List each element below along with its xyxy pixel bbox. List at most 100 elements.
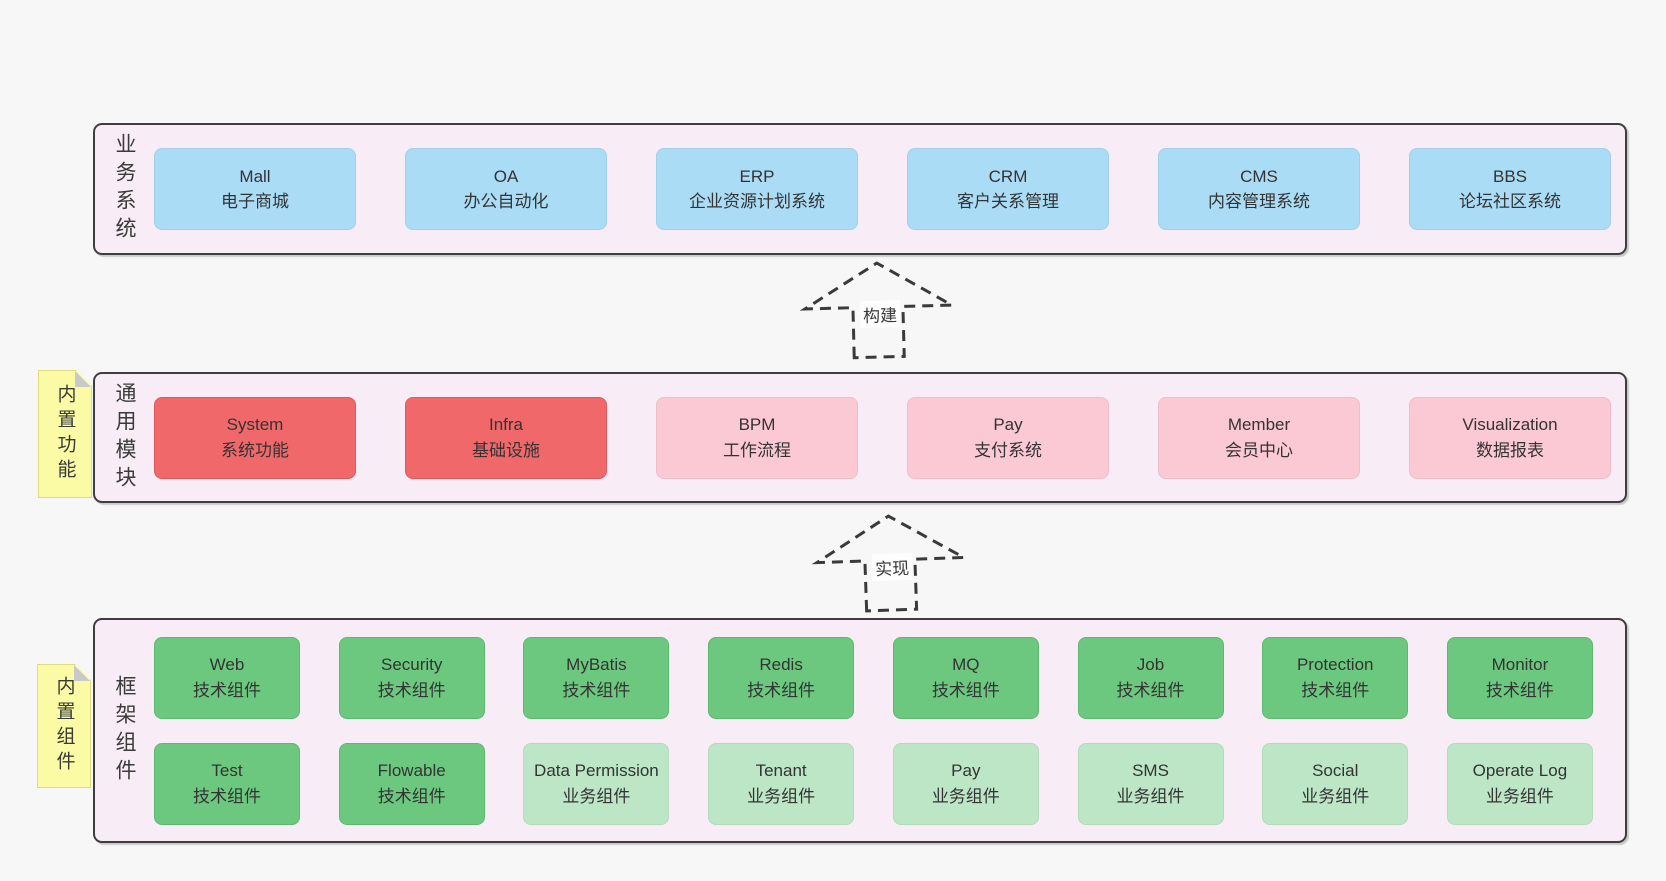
box-pay: Pay 支付系统 bbox=[907, 396, 1109, 479]
box-subtitle-zh: 客户关系管理 bbox=[957, 192, 1059, 211]
box-title-en: Redis bbox=[759, 655, 803, 674]
box-erp: ERP 企业资源计划系统 bbox=[656, 148, 858, 230]
box-title-en: SMS bbox=[1132, 761, 1169, 780]
box-title-en: Job bbox=[1136, 655, 1165, 674]
folded-corner-icon bbox=[74, 665, 90, 681]
box-operate-log: Operate Log 业务组件 bbox=[1446, 742, 1593, 825]
box-pay: Pay 业务组件 bbox=[892, 742, 1039, 825]
sticky-note-text: 内置功能 bbox=[54, 384, 76, 484]
box-subtitle-zh: 企业资源计划系统 bbox=[689, 192, 825, 211]
box-subtitle-zh: 办公自动化 bbox=[463, 192, 549, 211]
box-monitor: Monitor 技术组件 bbox=[1446, 636, 1593, 719]
box-oa: OA 办公自动化 bbox=[405, 148, 607, 230]
box-title-en: BPM bbox=[738, 415, 776, 434]
box-title-en: Protection bbox=[1296, 655, 1374, 674]
box-subtitle-zh: 技术组件 bbox=[193, 786, 261, 806]
layer-business-systems: 业务系统 Mall 电子商城 OA 办公自动化 ERP 企业资源计划系统 CRM 客户关系管理… bbox=[93, 123, 1627, 255]
box-subtitle-zh: 技术组件 bbox=[931, 680, 1000, 700]
business-boxes: Mall 电子商城 OA 办公自动化 ERP 企业资源计划系统 CRM 客户关系管理 CMS 内容… bbox=[154, 125, 1625, 253]
box-redis: Redis 技术组件 bbox=[708, 636, 855, 719]
box-subtitle-zh: 内容管理系统 bbox=[1208, 192, 1310, 211]
layer-business-label: 业务系统 bbox=[113, 133, 136, 245]
box-test: Test 技术组件 bbox=[154, 742, 300, 825]
box-subtitle-zh: 业务组件 bbox=[1116, 786, 1185, 806]
box-subtitle-zh: 技术组件 bbox=[377, 786, 446, 806]
box-title-en: Test bbox=[211, 761, 243, 780]
box-subtitle-zh: 支付系统 bbox=[974, 440, 1042, 460]
box-subtitle-zh: 技术组件 bbox=[1116, 680, 1185, 700]
box-subtitle-zh: 论坛社区系统 bbox=[1459, 192, 1561, 211]
box-title-en: Web bbox=[209, 655, 245, 674]
box-title-en: Flowable bbox=[377, 761, 446, 780]
box-subtitle-zh: 技术组件 bbox=[747, 680, 816, 700]
box-title-en: CMS bbox=[1240, 166, 1278, 186]
box-title-en: OA bbox=[493, 166, 519, 186]
box-title-en: Social bbox=[1312, 761, 1359, 780]
box-subtitle-zh: 业务组件 bbox=[1301, 786, 1370, 806]
box-title-en: MyBatis bbox=[566, 655, 627, 674]
arrow-up-icon bbox=[811, 514, 970, 613]
box-title-en: Mall bbox=[239, 166, 271, 186]
box-bbs: BBS 论坛社区系统 bbox=[1409, 148, 1611, 230]
box-infra: Infra 基础设施 bbox=[405, 396, 607, 479]
box-subtitle-zh: 基础设施 bbox=[472, 440, 540, 460]
box-subtitle-zh: 业务组件 bbox=[562, 786, 631, 806]
box-subtitle-zh: 电子商城 bbox=[221, 192, 289, 211]
box-bpm: BPM 工作流程 bbox=[656, 396, 858, 479]
box-title-en: Tenant bbox=[755, 761, 807, 780]
box-subtitle-zh: 业务组件 bbox=[931, 786, 1000, 806]
box-title-en: Infra bbox=[488, 415, 524, 434]
box-subtitle-zh: 工作流程 bbox=[723, 440, 791, 460]
box-subtitle-zh: 技术组件 bbox=[377, 680, 446, 700]
arrow-up-build: 构建 bbox=[799, 255, 962, 365]
arrow-up-icon bbox=[799, 261, 958, 360]
box-title-en: Member bbox=[1227, 415, 1291, 434]
sticky-note-builtin-functions: 内置功能 bbox=[38, 370, 92, 498]
box-sms: SMS 业务组件 bbox=[1077, 742, 1224, 825]
box-title-en: Security bbox=[380, 655, 443, 674]
box-flowable: Flowable 技术组件 bbox=[338, 742, 485, 825]
box-subtitle-zh: 技术组件 bbox=[1301, 680, 1370, 700]
box-subtitle-zh: 技术组件 bbox=[562, 680, 631, 700]
box-social: Social 业务组件 bbox=[1262, 742, 1409, 825]
box-title-en: Pay bbox=[951, 761, 981, 780]
box-title-en: Operate Log bbox=[1472, 761, 1568, 780]
box-cms: CMS 内容管理系统 bbox=[1158, 148, 1360, 230]
box-title-en: CRM bbox=[988, 166, 1028, 186]
box-subtitle-zh: 技术组件 bbox=[1485, 680, 1554, 700]
box-tenant: Tenant 业务组件 bbox=[708, 742, 855, 825]
box-mybatis: MyBatis 技术组件 bbox=[523, 636, 670, 719]
box-crm: CRM 客户关系管理 bbox=[907, 148, 1109, 230]
box-subtitle-zh: 会员中心 bbox=[1225, 440, 1293, 460]
arrow-up-implement: 实现 bbox=[810, 507, 974, 619]
box-member: Member 会员中心 bbox=[1158, 396, 1360, 479]
box-title-en: Visualization bbox=[1462, 415, 1558, 434]
box-title-en: Pay bbox=[993, 415, 1023, 434]
folded-corner-icon bbox=[75, 371, 91, 387]
arrow-build-label: 构建 bbox=[859, 299, 901, 329]
box-web: Web 技术组件 bbox=[154, 636, 300, 719]
box-subtitle-zh: 业务组件 bbox=[747, 786, 816, 806]
box-subtitle-zh: 系统功能 bbox=[221, 440, 289, 460]
box-title-en: BBS bbox=[1492, 166, 1528, 186]
box-mall: Mall 电子商城 bbox=[154, 148, 356, 230]
box-job: Job 技术组件 bbox=[1077, 636, 1224, 719]
arrow-implement-label: 实现 bbox=[871, 552, 913, 582]
layer-components-label: 框架组件 bbox=[113, 674, 136, 787]
layer-modules-label: 通用模块 bbox=[113, 381, 136, 494]
box-subtitle-zh: 业务组件 bbox=[1485, 786, 1554, 806]
box-title-en: ERP bbox=[739, 166, 775, 186]
box-title-en: Monitor bbox=[1491, 655, 1549, 674]
box-subtitle-zh: 技术组件 bbox=[193, 680, 261, 700]
